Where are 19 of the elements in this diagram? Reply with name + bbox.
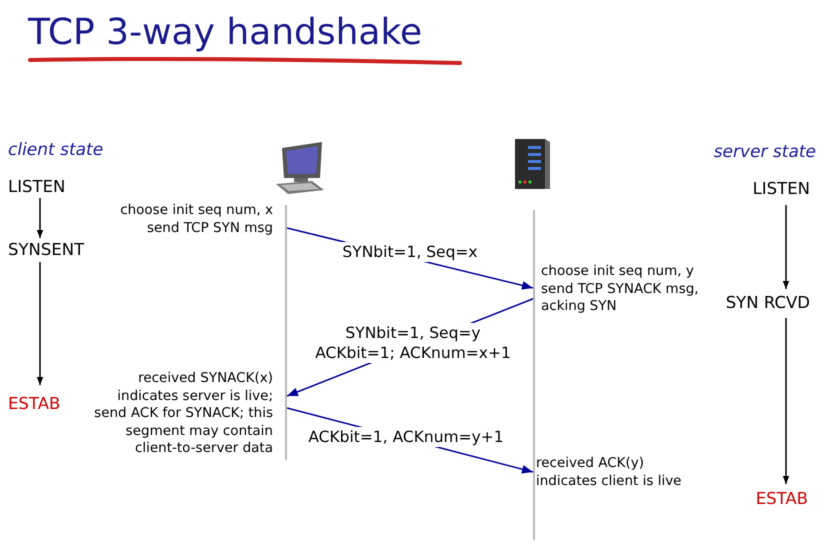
lane-heading: server state [714,141,816,164]
arrow [36,262,44,385]
action-note: received SYNACK(x) indicates server is live; send ACK for SYNACK; this segment may contain client-to-server data [93,370,273,458]
state-label: SYN RCVD [726,294,810,312]
action-note: choose init seq num, x send TCP SYN msg [119,202,273,238]
arrow [782,318,790,484]
timeline-bar [533,210,535,540]
action-note: received ACK(y) indicates client is live [536,455,682,490]
state-label: SYNSENT [8,241,84,260]
arrow [36,198,44,238]
state-label: LISTEN [8,178,66,196]
title: TCP 3-way handshake [28,12,422,53]
state-label: LISTEN [752,180,810,198]
action-note: choose init seq num, y send TCP SYNACK msg, acking SYN [541,263,700,316]
state-label: ESTAB [8,395,60,414]
timeline-bar [285,205,287,460]
lane-heading: client state [8,139,104,162]
state-label: ESTAB [756,490,808,508]
arrow [782,205,790,289]
